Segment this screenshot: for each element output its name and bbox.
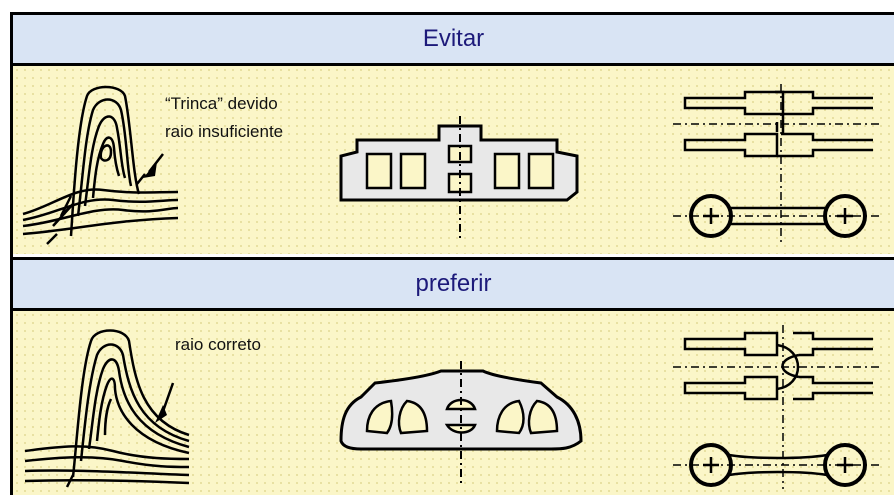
- section-header-avoid: Evitar: [10, 12, 894, 66]
- section-title-prefer: preferir: [415, 270, 492, 297]
- annotation-crack-line1: “Trinca” devido: [165, 94, 278, 113]
- cross-section-part-prefer: [339, 361, 583, 485]
- annotation-correct-radius: raio correto: [175, 335, 261, 354]
- figure-frame: [10, 12, 894, 495]
- section-title-avoid: Evitar: [422, 25, 485, 52]
- grain-flow-correct-radius-diagram: [24, 329, 190, 488]
- grain-flow-insufficient-radius-diagram: [22, 85, 179, 245]
- connecting-rod-prefer: [673, 325, 883, 489]
- cross-section-part-avoid: [339, 116, 579, 240]
- panel-avoid: “Trinca” devido raio insuficiente: [13, 66, 894, 254]
- annotation-crack-line2: raio insuficiente: [165, 122, 284, 141]
- section-header-prefer: preferir: [10, 257, 894, 311]
- connecting-rod-avoid: [673, 84, 883, 244]
- panel-prefer: raio correto: [13, 311, 894, 495]
